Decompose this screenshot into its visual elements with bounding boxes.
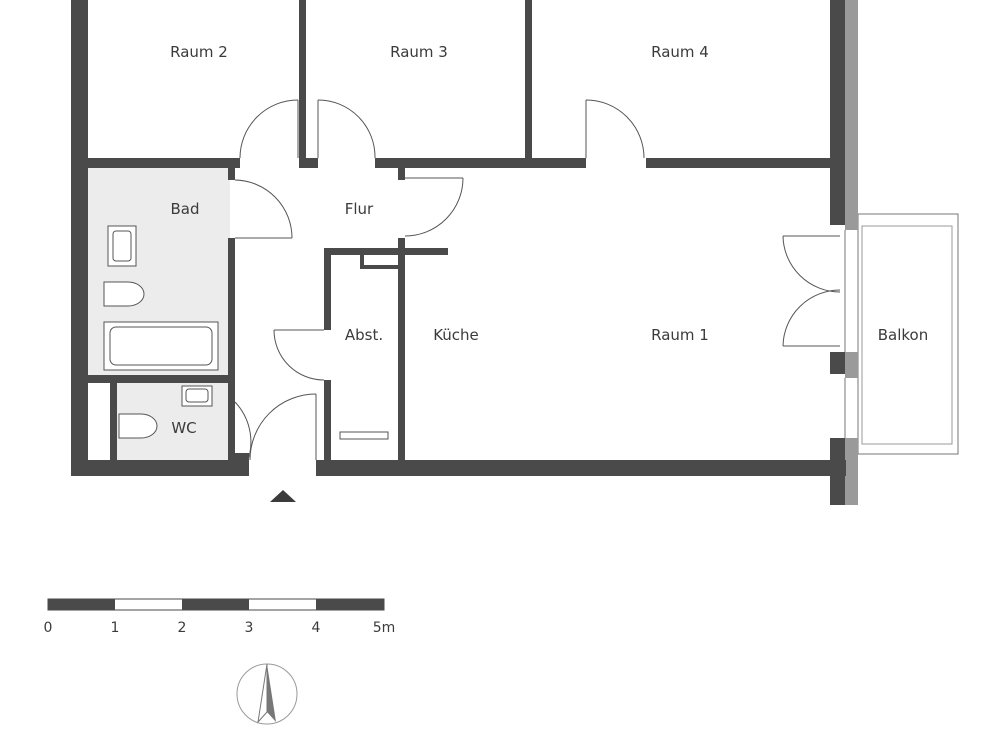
wc-toilet [118, 413, 158, 439]
room-label-raum1: Raum 1 [651, 326, 709, 344]
room-label-bad: Bad [170, 200, 199, 218]
room-label-kueche: Küche [433, 326, 479, 344]
room-label-raum2: Raum 2 [170, 43, 228, 61]
room-label-abst: Abst. [345, 326, 383, 344]
walls [71, 0, 846, 505]
room-label-raum4: Raum 4 [651, 43, 709, 61]
scale-label-1: 1 [111, 620, 120, 636]
balcony [844, 0, 959, 505]
scale-label-4: 4 [312, 620, 321, 636]
scale-label-0: 0 [44, 620, 53, 636]
entrance-arrow-icon [270, 490, 296, 502]
scale-label-5m: 5m [373, 620, 396, 636]
room-label-flur: Flur [345, 200, 374, 218]
bad-toilet [103, 281, 145, 307]
bathroom-fixtures [103, 225, 389, 440]
scale-label-2: 2 [178, 620, 187, 636]
scale-bar: 0 1 2 3 4 5m [44, 598, 396, 636]
scale-label-3: 3 [245, 620, 254, 636]
room-label-raum3: Raum 3 [390, 43, 448, 61]
doors [234, 99, 841, 461]
room-label-wc: WC [171, 419, 196, 437]
room-label-balkon: Balkon [878, 326, 929, 344]
north-arrow-icon [236, 663, 298, 725]
